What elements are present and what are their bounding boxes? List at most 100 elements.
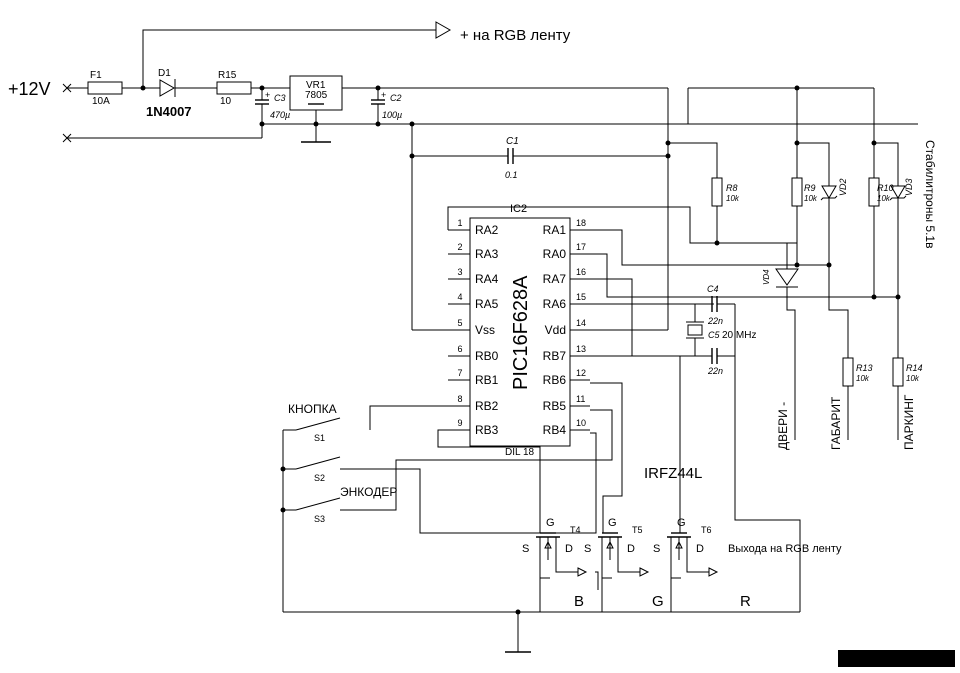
c5-label: C5: [708, 330, 720, 340]
doors-label: ДВЕРИ -: [776, 402, 790, 450]
r13-value: 10k: [856, 374, 870, 383]
resistor-r8: [711, 177, 723, 207]
diode-vd4: [775, 268, 799, 288]
channel-g: G: [652, 593, 664, 610]
pin-number-1: 1: [457, 218, 462, 228]
pin-number-11: 11: [576, 394, 585, 404]
pin-number-9: 9: [457, 418, 462, 428]
s2-label: S2: [314, 473, 325, 483]
c2-label: C2: [390, 93, 402, 103]
c3-label: C3: [274, 93, 286, 103]
pin-name-RB0: RB0: [475, 349, 499, 363]
zener-vd2: [820, 185, 838, 201]
pin-number-5: 5: [457, 318, 462, 328]
r14-value: 10k: [906, 374, 920, 383]
drain-label: D: [565, 543, 573, 555]
mosfet-label: T4: [570, 525, 581, 535]
pin-number-12: 12: [576, 368, 586, 378]
r14-label: R14: [906, 363, 923, 373]
resistor-r14: [892, 357, 904, 387]
pin-number-13: 13: [576, 344, 586, 354]
rgb-feed-arrow: [435, 21, 452, 39]
pin-name-RA7: RA7: [543, 272, 567, 286]
pin-number-10: 10: [576, 418, 586, 428]
pin-name-RB3: RB3: [475, 423, 499, 437]
mosfet-label: T6: [701, 525, 712, 535]
source-label: S: [653, 543, 660, 555]
r15-label: R15: [218, 70, 237, 81]
pin-name-Vdd: Vdd: [545, 323, 566, 337]
gate-label: G: [546, 517, 555, 529]
r9-value: 10k: [804, 194, 818, 203]
s3-label: S3: [314, 514, 325, 524]
source-label: S: [522, 543, 529, 555]
pin-number-8: 8: [457, 394, 462, 404]
pin-number-17: 17: [576, 242, 586, 252]
pin-name-RA0: RA0: [543, 247, 567, 261]
gabarit-label: ГАБАРИТ: [829, 396, 843, 450]
source-label: S: [584, 543, 591, 555]
mosfet-label: T5: [632, 525, 643, 535]
pin-number-4: 4: [457, 292, 462, 302]
f1-label: F1: [90, 70, 102, 81]
mosfet-part: IRFZ44L: [644, 465, 702, 482]
resistor-r15: [216, 81, 252, 95]
pin-name-RB6: RB6: [543, 373, 567, 387]
pin-name-RA2: RA2: [475, 223, 499, 237]
pin-name-Vss: Vss: [475, 323, 495, 337]
r8-label: R8: [726, 183, 738, 193]
parking-label: ПАРКИНГ: [902, 394, 916, 450]
ic2-label: IC2: [510, 203, 527, 215]
c1-label: C1: [506, 136, 519, 147]
pin-name-RA4: RA4: [475, 272, 499, 286]
d1-label: D1: [158, 68, 171, 79]
r10-label: R10: [877, 183, 894, 193]
ic2-package: DIL 18: [505, 447, 535, 458]
ic2-body: [469, 217, 571, 447]
c2-value: 100µ: [382, 110, 402, 120]
pin-number-14: 14: [576, 318, 586, 328]
button-label: КНОПКА: [288, 402, 337, 416]
vd4-label: VD4: [762, 269, 771, 285]
r8-value: 10k: [726, 194, 740, 203]
gate-label: G: [677, 517, 686, 529]
d1-part: 1N4007: [146, 104, 192, 119]
pin-name-RA6: RA6: [543, 297, 567, 311]
crystal-freq: 20 MHz: [722, 330, 756, 341]
gate-label: G: [608, 517, 617, 529]
pin-name-RA3: RA3: [475, 247, 499, 261]
vd2-label: VD2: [838, 178, 848, 196]
pin-number-16: 16: [576, 267, 586, 277]
c1-value: 0.1: [505, 170, 518, 180]
channel-r: R: [740, 593, 751, 610]
r9-label: R9: [804, 183, 816, 193]
c4-value: 22n: [707, 316, 723, 326]
drain-label: D: [627, 543, 635, 555]
pin-number-15: 15: [576, 292, 586, 302]
drain-label: D: [696, 543, 704, 555]
rgb-feed-wire: [142, 29, 436, 88]
vr1-label: VR1: [306, 80, 326, 91]
vd3-label: VD3: [904, 178, 914, 196]
switch-s1: [295, 417, 341, 431]
pin-number-6: 6: [457, 344, 462, 354]
r13-label: R13: [856, 363, 873, 373]
crystal: [686, 321, 704, 339]
ic2-part: PIC16F628A: [510, 275, 532, 390]
pin-name-RB4: RB4: [543, 423, 567, 437]
c4-label: C4: [707, 284, 719, 294]
resistor-r9: [791, 177, 803, 207]
diode-d1: [159, 79, 176, 97]
pin-name-RA1: RA1: [543, 223, 567, 237]
pin-name-RB1: RB1: [475, 373, 499, 387]
pin-name-RA5: RA5: [475, 297, 499, 311]
c2-plus: +: [381, 90, 386, 100]
channel-b: B: [574, 593, 584, 610]
pin-number-18: 18: [576, 218, 586, 228]
v12-label: +12V: [8, 79, 51, 99]
rgb-out-label: Выхода на RGB ленту: [728, 543, 842, 555]
c5-value: 22n: [707, 366, 723, 376]
pin-name-RB5: RB5: [543, 399, 567, 413]
